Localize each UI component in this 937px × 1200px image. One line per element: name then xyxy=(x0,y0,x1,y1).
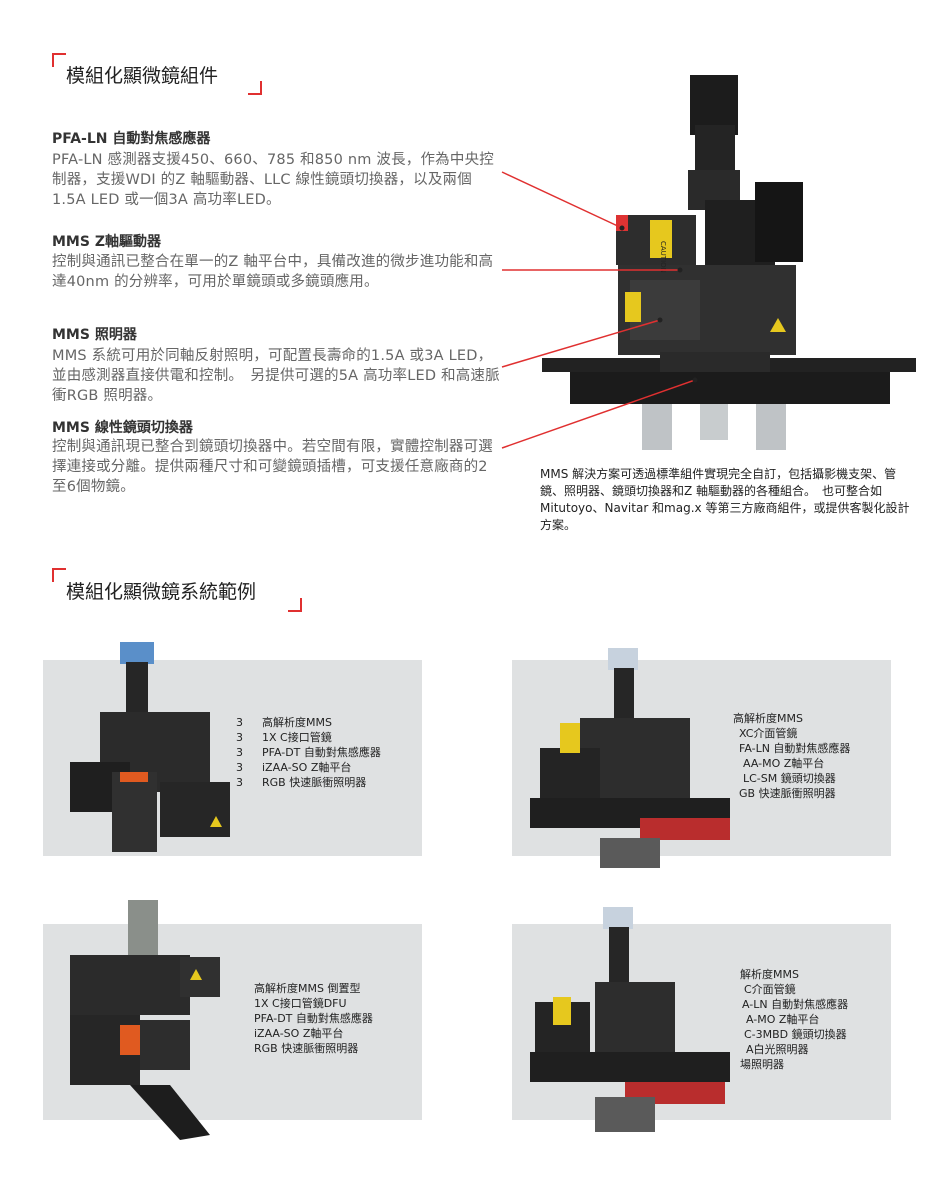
example-device-1 xyxy=(70,642,230,852)
spec-line: RGB 快速脈衝照明器 xyxy=(254,1042,359,1055)
main-caption: MMS 解決方案可透過標準組件實現完全自訂，包括攝影機支架、管鏡、照明器、鏡頭切… xyxy=(540,467,910,532)
spec-line: 1X C接口管鏡DFU xyxy=(254,997,347,1010)
feature-body-lens-changer: 控制與通訊現已整合到鏡頭切換器中。若空間有限，實體控制器可選擇連接或分離。提供兩… xyxy=(52,439,493,495)
spec-line: XC介面管鏡 xyxy=(739,727,798,740)
spec-line: C介面管鏡 xyxy=(744,983,796,996)
spec-line: 場照明器 xyxy=(740,1058,784,1071)
example-device-2 xyxy=(530,648,730,868)
example-specs-2: 高解析度MMS XC介面管鏡 FA-LN 自動對焦感應器 AA-MO Z軸平台 … xyxy=(733,711,850,801)
spec-line: A白光照明器 xyxy=(746,1043,809,1056)
example-device-4 xyxy=(530,907,730,1132)
section-title-text: 模組化顯微鏡組件 xyxy=(66,65,219,87)
spec-line: GB 快速脈衝照明器 xyxy=(739,787,836,800)
spec-line: A-LN 自動對焦感應器 xyxy=(742,998,849,1011)
feature-body-pfa-ln: PFA-LN 感測器支援450、660、785 和850 nm 波長，作為中央控… xyxy=(52,152,494,208)
feature-title-z-drive: MMS Z軸驅動器 xyxy=(52,234,161,250)
example-device-3 xyxy=(70,900,220,1140)
spec-line: A-MO Z軸平台 xyxy=(746,1013,820,1026)
spec-line: 高解析度MMS xyxy=(733,712,803,725)
example-specs-4: 解析度MMS C介面管鏡 A-LN 自動對焦感應器 A-MO Z軸平台 C-3M… xyxy=(730,967,848,1072)
section-title-components: 模組化顯微鏡組件 xyxy=(52,53,262,95)
feature-body-z-drive: 控制與通訊已整合在單一的Z 軸平台中，具備改進的微步進功能和高達40nm 的分辨… xyxy=(52,254,494,290)
section-title-text: 模組化顯微鏡系統範例 xyxy=(66,581,257,603)
section-title-examples: 模組化顯微鏡系統範例 xyxy=(52,568,302,612)
feature-title-illuminator: MMS 照明器 xyxy=(52,327,137,343)
feature-title-lens-changer: MMS 線性鏡頭切換器 xyxy=(52,420,193,436)
spec-line: C-3MBD 鏡頭切換器 xyxy=(744,1028,847,1041)
caution-label: CAUTION xyxy=(659,241,667,273)
spec-line: 高解析度MMS 倒置型 xyxy=(254,982,361,995)
feature-body-illuminator: MMS 系統可用於同軸反射照明，可配置長壽命的1.5A 或3A LED，並由感測… xyxy=(52,348,500,404)
spec-line: iZAA-SO Z軸平台 xyxy=(254,1027,344,1040)
spec-line: LC-SM 鏡頭切換器 xyxy=(743,772,836,785)
spec-line: FA-LN 自動對焦感應器 xyxy=(739,742,851,755)
spec-line: 解析度MMS xyxy=(740,968,799,981)
example-specs-3: 高解析度MMS 倒置型 1X C接口管鏡DFU PFA-DT 自動對焦感應器 i… xyxy=(254,981,373,1056)
main-microscope-illustration: CAUTION xyxy=(542,75,916,450)
spec-line: AA-MO Z軸平台 xyxy=(743,757,825,770)
feature-title-pfa-ln: PFA-LN 自動對焦感應器 xyxy=(52,131,211,147)
spec-line: PFA-DT 自動對焦感應器 xyxy=(254,1012,373,1025)
